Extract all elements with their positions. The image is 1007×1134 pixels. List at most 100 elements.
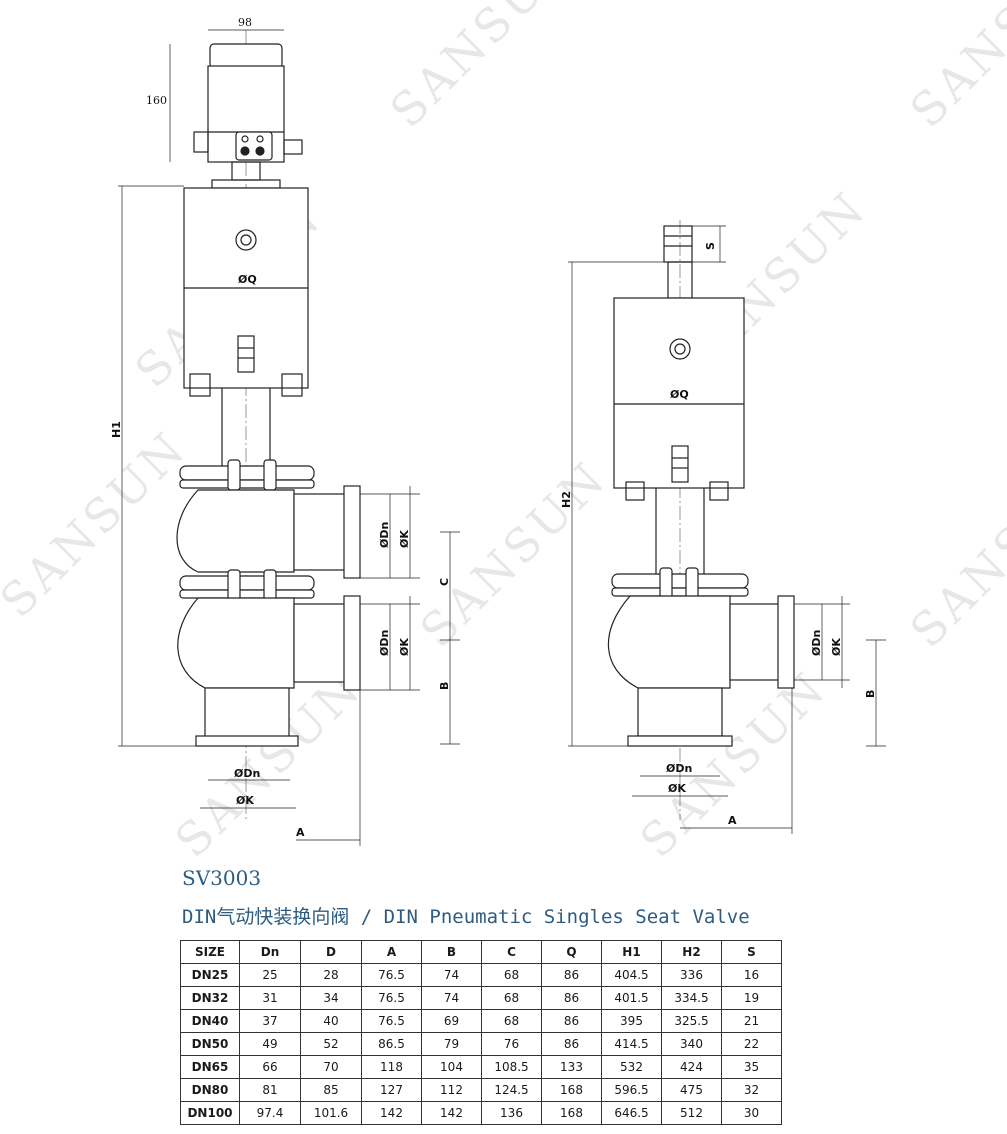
- dim-top-width-label: 98: [238, 16, 252, 29]
- dim-a-label: A: [728, 814, 737, 827]
- dim-total-height-label: H1: [110, 421, 123, 438]
- size-cell: DN25: [180, 963, 240, 987]
- table-cell: 168: [541, 1101, 602, 1125]
- col-b: B: [421, 940, 482, 964]
- size-cell: DN100: [180, 1101, 240, 1125]
- table-cell: 21: [721, 1009, 782, 1033]
- table-cell: 30: [721, 1101, 782, 1125]
- table-header-row: SIZE Dn D A B C Q H1 H2 S: [180, 940, 782, 964]
- table-cell: 81: [239, 1078, 301, 1102]
- stroke-indicator: [663, 225, 693, 299]
- dim-upper-port-k-label: ØK: [398, 530, 411, 548]
- table-cell: 334.5: [661, 986, 722, 1010]
- table-cell: 28: [300, 963, 362, 987]
- table-cell: 142: [421, 1101, 482, 1125]
- dim-actuator-height-label: 160: [146, 94, 167, 107]
- table-cell: 37: [239, 1009, 301, 1033]
- table-cell: 340: [661, 1032, 722, 1056]
- table-cell: 52: [300, 1032, 362, 1056]
- watermark-group: SANSUN SANSUN SANSUN SANSUN SANSUN SANSU…: [0, 0, 1007, 860]
- dim-bottom-k-label: ØK: [668, 782, 686, 795]
- table-cell: 142: [361, 1101, 422, 1125]
- table-cell: 68: [481, 1009, 542, 1033]
- col-d: D: [300, 940, 362, 964]
- table-cell: 97.4: [239, 1101, 301, 1125]
- col-a: A: [361, 940, 422, 964]
- lower-valve-body: [177, 569, 361, 747]
- table-cell: 40: [300, 1009, 362, 1033]
- table-cell: 596.5: [601, 1078, 662, 1102]
- actuator-cylinder: [183, 187, 309, 397]
- col-h1: H1: [601, 940, 662, 964]
- size-cell: DN40: [180, 1009, 240, 1033]
- table-cell: 86: [541, 986, 602, 1010]
- model-number: SV3003: [182, 866, 262, 890]
- col-dn: Dn: [239, 940, 301, 964]
- table-cell: 532: [601, 1055, 662, 1079]
- table-cell: 424: [661, 1055, 722, 1079]
- dim-b-label: B: [438, 682, 451, 690]
- table-cell: 76.5: [361, 1009, 422, 1033]
- size-cell: DN65: [180, 1055, 240, 1079]
- table-cell: 31: [239, 986, 301, 1010]
- actuator-cylinder: [613, 297, 745, 501]
- table-cell: 68: [481, 986, 542, 1010]
- table-cell: 133: [541, 1055, 602, 1079]
- table-cell: 414.5: [601, 1032, 662, 1056]
- dim-b-label: B: [864, 690, 877, 698]
- size-cell: DN32: [180, 986, 240, 1010]
- dim-port-k-label: ØK: [830, 638, 843, 656]
- size-cell: DN80: [180, 1078, 240, 1102]
- right-valve-view: S ØQ H2 ØDn ØK B ØDn ØK A: [560, 220, 886, 834]
- table-cell: 68: [481, 963, 542, 987]
- table-cell: 136: [481, 1101, 542, 1125]
- table-cell: 112: [421, 1078, 482, 1102]
- table-cell: 512: [661, 1101, 722, 1125]
- watermark: SANSUN: [380, 0, 588, 138]
- table-cell: 86: [541, 1009, 602, 1033]
- table-cell: 104: [421, 1055, 482, 1079]
- left-dimensions: [118, 29, 460, 846]
- table-cell: 124.5: [481, 1078, 542, 1102]
- table-cell: 74: [421, 986, 482, 1010]
- table-cell: 404.5: [601, 963, 662, 987]
- dim-bottom-dn-label: ØDn: [234, 767, 260, 780]
- watermark: SANSUN: [900, 450, 1007, 658]
- table-cell: 325.5: [661, 1009, 722, 1033]
- table-cell: 86: [541, 1032, 602, 1056]
- upper-valve-body: [176, 459, 361, 579]
- table-cell: 74: [421, 963, 482, 987]
- dim-cylinder-label: ØQ: [238, 273, 257, 286]
- product-title: DIN气动快装换向阀 / DIN Pneumatic Singles Seat …: [182, 906, 750, 928]
- table-cell: 395: [601, 1009, 662, 1033]
- table-cell: 168: [541, 1078, 602, 1102]
- table-cell: 16: [721, 963, 782, 987]
- table-cell: 101.6: [300, 1101, 362, 1125]
- table-cell: 70: [300, 1055, 362, 1079]
- table-cell: 76.5: [361, 963, 422, 987]
- table-cell: 49: [239, 1032, 301, 1056]
- lantern-housing: [221, 388, 271, 470]
- table-cell: 66: [239, 1055, 301, 1079]
- table-cell: 85: [300, 1078, 362, 1102]
- col-c: C: [481, 940, 542, 964]
- table-cell: 475: [661, 1078, 722, 1102]
- dim-upper-port-dn-label: ØDn: [378, 522, 391, 548]
- table-cell: 76.5: [361, 986, 422, 1010]
- control-head: [193, 43, 303, 189]
- table-cell: 32: [721, 1078, 782, 1102]
- lantern-housing: [655, 488, 705, 576]
- table-cell: 401.5: [601, 986, 662, 1010]
- dim-total-height-label: H2: [560, 491, 573, 508]
- table-cell: 336: [661, 963, 722, 987]
- dim-a-label: A: [296, 826, 305, 839]
- size-cell: DN50: [180, 1032, 240, 1056]
- col-q: Q: [541, 940, 602, 964]
